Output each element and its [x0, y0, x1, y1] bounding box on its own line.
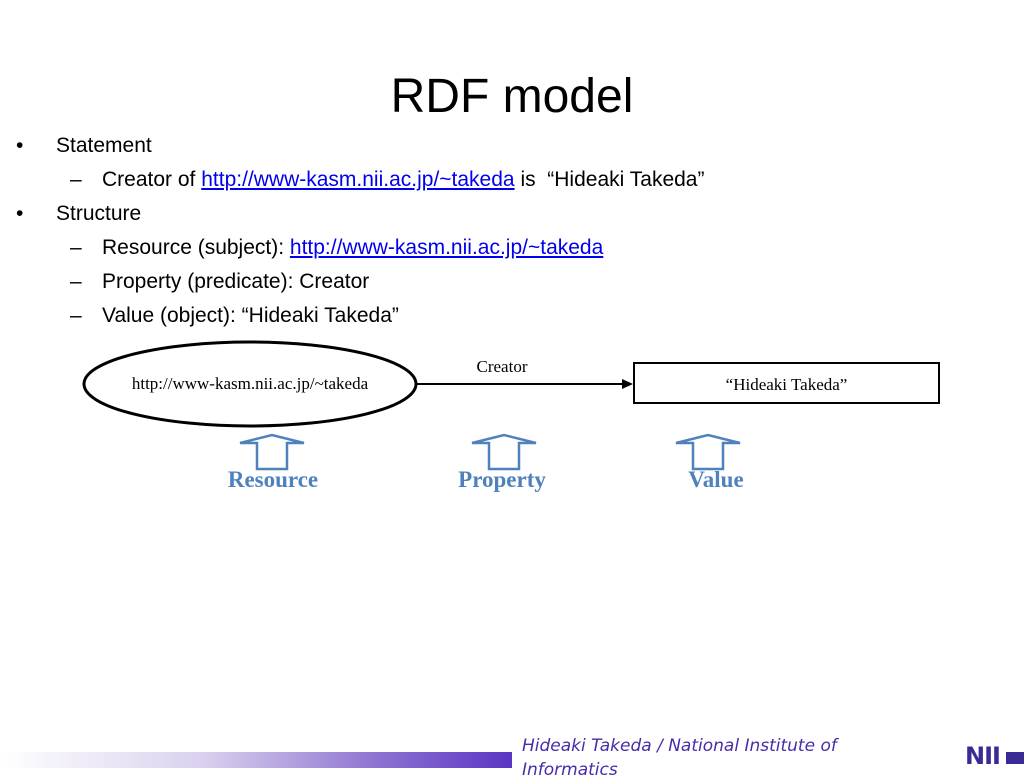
- bullet-property: – Property (predicate): Creator: [70, 266, 370, 298]
- footer-credit-line2: Informatics: [522, 760, 618, 780]
- property-up-arrow-icon: [471, 433, 537, 471]
- bullet-resource: – Resource (subject): http://www-kasm.ni…: [70, 232, 604, 264]
- predicate-arrowhead-icon: [622, 379, 633, 389]
- bullet-value-text: Value (object): “Hideaki Takeda”: [102, 304, 399, 327]
- bullet-value: – Value (object): “Hideaki Takeda”: [70, 300, 399, 332]
- resource-link[interactable]: http://www-kasm.nii.ac.jp/~takeda: [289, 236, 604, 259]
- property-label: Property: [458, 467, 546, 492]
- bullet-statement-text: Statement: [56, 134, 152, 157]
- object-box: “Hideaki Takeda”: [633, 362, 940, 404]
- predicate-label: Creator: [476, 357, 528, 376]
- dash-icon: –: [70, 168, 82, 191]
- dash-icon: –: [70, 236, 82, 259]
- resource-prefix: Resource (subject):: [102, 236, 290, 259]
- bullet-property-text: Property (predicate): Creator: [102, 270, 370, 293]
- footer-credit: Hideaki Takeda / National Institute of I…: [522, 734, 942, 782]
- bullet-statement-detail: – Creator of http://www-kasm.nii.ac.jp/~…: [70, 164, 705, 196]
- bullet-dot-icon: •: [16, 134, 24, 157]
- statement-detail-prefix: Creator of: [102, 168, 202, 191]
- bullet-statement: • Statement: [16, 130, 152, 162]
- bullet-structure: • Structure: [16, 198, 142, 230]
- object-value: “Hideaki Takeda”: [725, 375, 848, 394]
- subject-uri: http://www-kasm.nii.ac.jp/~takeda: [131, 374, 369, 393]
- footer-gradient-bar: [0, 752, 512, 768]
- dash-icon: –: [70, 270, 82, 293]
- nii-logo-square: [1006, 752, 1024, 764]
- footer-credit-line1: Hideaki Takeda / National Institute of: [522, 736, 837, 756]
- nii-logo: NII: [965, 742, 1001, 770]
- value-up-arrow-icon: [675, 433, 741, 471]
- slide-title: RDF model: [390, 70, 634, 123]
- resource-up-arrow-icon: [239, 433, 305, 471]
- dash-icon: –: [70, 304, 82, 327]
- resource-label: Resource: [227, 467, 319, 492]
- value-label: Value: [688, 467, 744, 492]
- takeda-link[interactable]: http://www-kasm.nii.ac.jp/~takeda: [201, 168, 515, 191]
- bullet-dot-icon: •: [16, 202, 24, 225]
- statement-detail-suffix: is “Hideaki Takeda”: [514, 168, 705, 191]
- bullet-structure-text: Structure: [56, 202, 142, 225]
